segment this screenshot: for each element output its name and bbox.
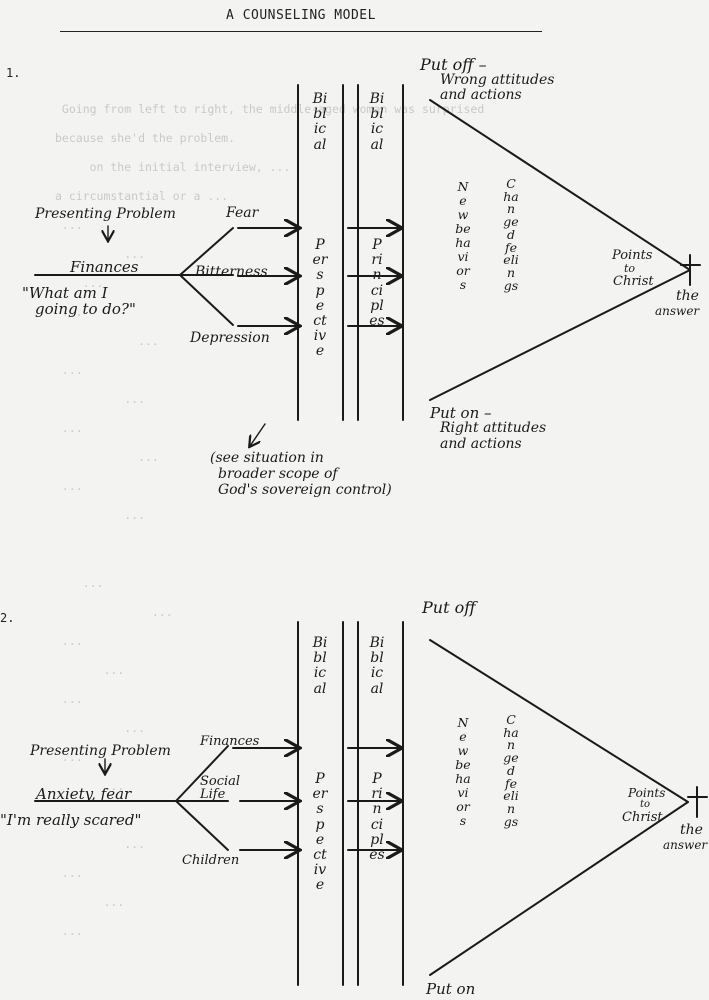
d1-col-biblical-principles-top: Biblical	[369, 91, 385, 153]
d1-quote-line-2: going to do?"	[35, 300, 136, 318]
d1-col-changed-feelings: Changed feelings	[503, 176, 519, 293]
d1-see-note-3: God's sovereign control)	[218, 482, 392, 498]
d1-col-biblical-perspective-top: Biblical	[312, 91, 328, 153]
d1-answer-2: answer	[655, 304, 700, 318]
d1-put-on-detail-2: and actions	[440, 436, 522, 452]
d1-branch-fear: Fear	[226, 205, 259, 221]
d1-answer-1: the	[676, 288, 699, 304]
d2-quote: "I'm really scared"	[0, 811, 142, 829]
d1-put-on: Put on –	[430, 404, 492, 422]
d1-put-off-detail: Wrong attitudes	[440, 72, 555, 88]
d1-problem-label: Finances	[70, 258, 139, 276]
d2-col-new-behaviors: New behaviors	[455, 715, 471, 828]
d2-branch-finances: Finances	[200, 734, 260, 749]
d2-points-1: Points	[628, 786, 666, 800]
d1-col-new-behaviors: New behaviors	[455, 179, 471, 292]
d2-points-3: Christ	[622, 810, 663, 825]
d2-problem-label: Anxiety, fear	[36, 785, 132, 803]
d1-col-biblical-perspective-bottom: Perspective	[312, 237, 328, 360]
d2-branch-children: Children	[182, 853, 240, 868]
title-underline	[60, 31, 542, 32]
d2-answer-1: the	[680, 822, 703, 838]
d1-presenting-problem: Presenting Problem	[35, 206, 176, 222]
d1-quote-line-1: "What am I	[22, 284, 108, 302]
bleed-through-text: Going from left to right, the middle-age…	[55, 102, 485, 522]
page-title: A COUNSELING MODEL	[226, 8, 376, 23]
d2-col-changed-feelings: Changed feelings	[503, 712, 519, 829]
d2-col-biblical-perspective-top: Biblical	[312, 635, 328, 697]
d2-answer-2: answer	[663, 838, 708, 852]
d1-put-off: Put off –	[420, 55, 487, 74]
d1-points-2: to	[624, 262, 636, 275]
d1-put-off-detail-2: and actions	[440, 87, 522, 103]
d1-points-3: Christ	[613, 274, 654, 289]
d2-branch-social-life: Social Life	[200, 774, 241, 802]
d1-see-note-2: broader scope of	[218, 466, 338, 482]
d1-points-1: Points	[612, 248, 653, 263]
d1-col-biblical-principles-bottom: Principles	[369, 237, 385, 330]
d2-presenting-problem: Presenting Problem	[30, 743, 171, 759]
bleed-through-text-2: ... ... ... ... ... ... ... ... ... ... …	[61, 576, 173, 938]
d2-points-2: to	[640, 799, 651, 810]
d1-see-note-1: (see situation in	[210, 450, 324, 466]
d1-put-on-detail: Right attitudes	[440, 420, 547, 436]
d2-col-biblical-perspective-bottom: Perspective	[312, 771, 328, 894]
d2-col-biblical-principles-top: Biblical	[369, 635, 385, 697]
d2-col-biblical-principles-bottom: Principles	[369, 771, 385, 864]
d2-put-on: Put on	[426, 980, 476, 998]
d2-put-off: Put off	[422, 598, 476, 617]
d1-branch-bitterness: Bitterness	[195, 264, 268, 280]
diagram-number-2: 2.	[0, 611, 15, 625]
diagram-number-1: 1.	[6, 66, 21, 80]
d1-branch-depression: Depression	[190, 330, 270, 346]
